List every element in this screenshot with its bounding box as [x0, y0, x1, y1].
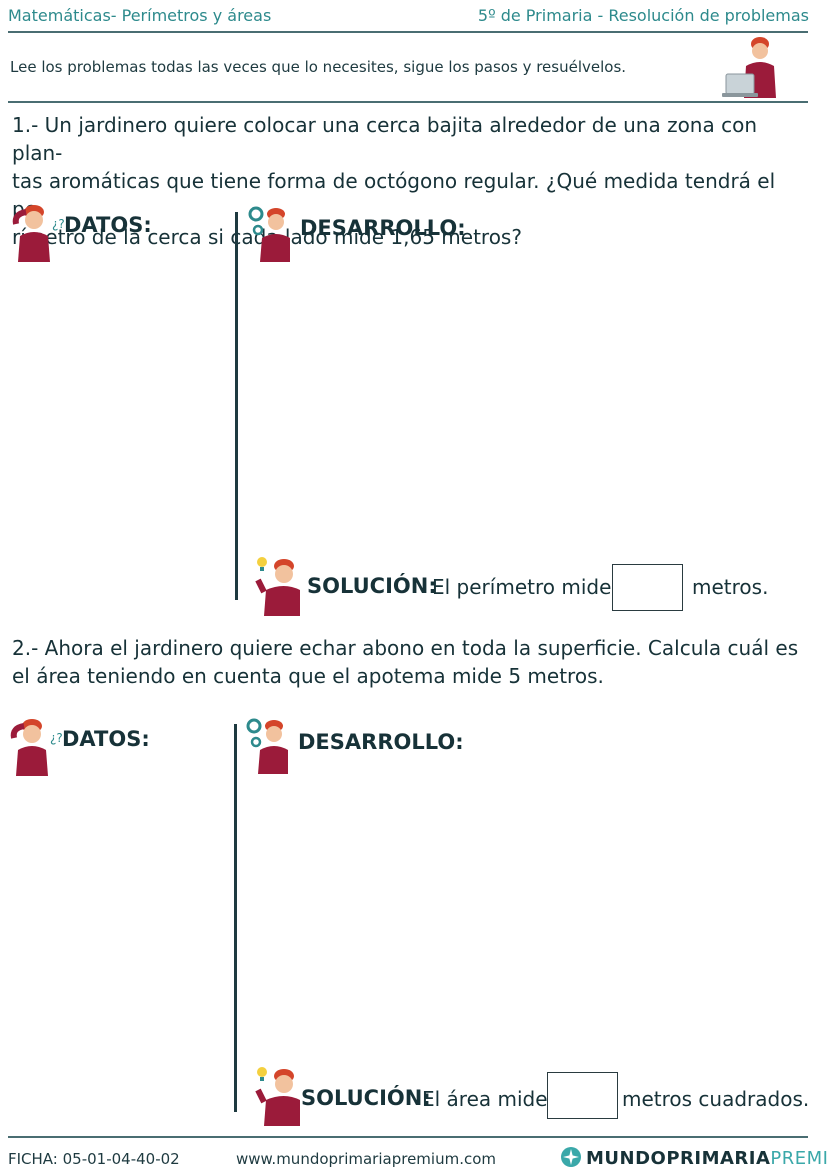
logo-icon: [561, 1147, 581, 1167]
p1-answer-box[interactable]: [612, 564, 683, 611]
p1-solucion-unit: metros.: [692, 575, 769, 599]
p2-solucion-text: El área mide: [422, 1087, 548, 1111]
p1-datos-label: DATOS:: [64, 213, 152, 237]
boy-laptop-icon: [722, 37, 776, 98]
svg-text:¿?: ¿?: [50, 731, 63, 745]
p1-solucion-label: SOLUCIÓN:: [307, 574, 437, 598]
instructions: Lee los problemas todas las veces que lo…: [10, 58, 627, 76]
p1-desarrollo-label: DESARROLLO:: [300, 216, 466, 240]
p1-solucion-text: El perímetro mide: [432, 575, 612, 599]
p1-divider-vertical: [235, 212, 238, 600]
p2-desarrollo-label: DESARROLLO:: [298, 730, 464, 754]
boy-gears-icon: [246, 718, 288, 774]
p2-solucion-unit: metros cuadrados.: [622, 1087, 810, 1111]
header-left: Matemáticas- Perímetros y áreas: [8, 6, 272, 25]
p2-divider-vertical: [234, 724, 237, 1112]
boy-idea-icon: [255, 1067, 300, 1126]
header-divider: [8, 31, 808, 33]
boy-gears-icon: [248, 206, 290, 262]
p2-answer-box[interactable]: [547, 1072, 618, 1119]
brand-logo-text: MUNDOPRIMARIAPREMIUM: [586, 1148, 829, 1169]
svg-text:¿?: ¿?: [52, 217, 65, 231]
problem-2-statement: 2.- Ahora el jardinero quiere echar abon…: [12, 636, 799, 688]
p2-solucion-label: SOLUCIÓN:: [301, 1086, 431, 1110]
boy-thinking-icon: ¿?: [12, 205, 65, 262]
website-link[interactable]: www.mundoprimariapremium.com: [236, 1150, 496, 1168]
p2-datos-label: DATOS:: [62, 727, 150, 751]
ficha-code: FICHA: 05-01-04-40-02: [8, 1150, 180, 1168]
boy-idea-icon: [255, 557, 300, 616]
boy-thinking-icon: ¿?: [10, 719, 63, 776]
footer-divider: [8, 1136, 808, 1138]
header-right: 5º de Primaria - Resolución de problemas: [477, 6, 809, 25]
intro-divider: [8, 101, 808, 103]
